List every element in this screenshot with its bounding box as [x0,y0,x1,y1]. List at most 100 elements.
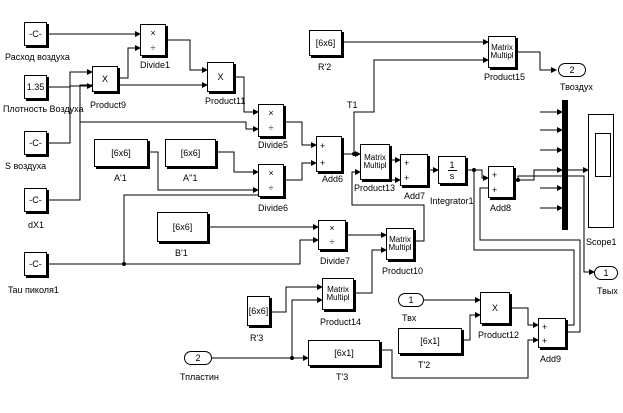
constant-tau[interactable]: -C- [24,252,47,276]
multipl-text: Multipl [326,293,350,302]
gain-a1[interactable]: [6x6] [94,139,148,167]
label-scope1: Scope1 [586,237,617,247]
constant-value: -C- [29,28,42,39]
label-add6: Add6 [322,174,344,184]
inport-tplastin[interactable]: 2 [184,351,212,365]
gain-value: [6x1] [334,347,354,358]
product-symbol: X [101,73,108,84]
label-tvykh: Твых [597,286,618,296]
label-divide6: Divide6 [258,203,289,213]
constant-rashod-vozdukha[interactable]: -C- [24,22,47,46]
divide5-block[interactable]: × ÷ [258,104,284,137]
multipl-text: Multipl [388,243,412,252]
label-tvozdukh: Твоздух [560,82,593,92]
port-number: 1 [408,295,414,305]
port-number: 2 [569,65,575,75]
label-tvkh: Твх [402,313,417,323]
product12-block[interactable]: X [480,292,510,324]
product11-block[interactable]: X [207,62,234,92]
integrator-denominator: s [449,170,455,181]
label-product9: Product9 [90,100,127,110]
gain-r2[interactable]: [6x6] [309,30,342,56]
label-t2: T'2 [418,360,431,370]
add6-block[interactable]: + + [316,136,342,172]
label-divide7: Divide7 [320,256,351,266]
label-divide5: Divide5 [258,140,289,150]
label-dx1: dX1 [28,220,45,230]
gain-value: [6x1] [420,335,440,346]
label-add7: Add7 [404,191,426,201]
add8-block[interactable]: + + [488,166,514,198]
gain-r3[interactable]: [6x6] [247,296,270,326]
mux-block[interactable] [562,100,568,230]
divide-symbol: ÷ [150,43,156,53]
multiply-symbol: × [268,108,274,118]
add9-block[interactable]: + + [538,318,566,348]
gain-value: [6x6] [180,147,201,158]
product-symbol: X [217,71,224,82]
label-add9: Add9 [540,354,562,364]
label-t3: T'3 [336,372,349,382]
label-integrator1: Integrator1 [430,196,474,206]
matrix-text: Matrix [327,285,349,294]
gain-value: [6x6] [248,305,269,316]
label-product14: Product14 [320,317,362,327]
plus-symbol: + [404,173,410,183]
label-tplastin: Тпластин [180,372,219,382]
gain-value: [6x6] [172,221,193,232]
matrix-text: Matrix [389,235,411,244]
label-r3: R'3 [250,333,264,343]
gain-t2[interactable]: [6x1] [398,328,462,354]
gain-b1[interactable]: [6x6] [157,212,208,242]
plus-symbol: + [492,185,498,195]
plus-symbol: + [320,141,326,151]
signal-label-t1: T1 [347,100,358,110]
label-product10: Product10 [382,266,424,276]
multiply-symbol: × [329,223,335,233]
divide7-block[interactable]: × ÷ [318,220,346,250]
multipl-text: Multipl [363,161,387,170]
plus-symbol: + [542,336,548,346]
gain-value: [6x6] [315,37,336,48]
add7-block[interactable]: + + [400,154,428,186]
label-add8: Add8 [490,203,512,213]
outport-tvykh[interactable]: 1 [594,266,618,280]
constant-plotnost-vozdukha[interactable]: 1.35 [24,75,47,99]
port-number: 2 [195,353,201,363]
gain-t3[interactable]: [6x1] [308,340,380,366]
constant-s-vozdukha[interactable]: -C- [24,131,47,155]
divide-symbol: ÷ [329,237,335,247]
constant-dx1[interactable]: -C- [24,188,47,212]
plus-symbol: + [320,158,326,168]
label-product11: Product11 [205,96,246,106]
matrix-text: Matrix [364,153,386,162]
label-a1: A'1 [114,173,127,183]
label-b1: B'1 [175,248,188,258]
scope1-block[interactable] [588,114,614,228]
constant-value: -C- [29,137,42,148]
divide-symbol: ÷ [268,123,274,133]
product9-block[interactable]: X [92,66,118,92]
label-product13: Product13 [354,183,396,193]
inport-tvkh[interactable]: 1 [398,293,424,307]
label-a2: A''1 [183,173,198,183]
constant-value: -C- [29,258,42,269]
constant-value: 1.35 [26,81,45,92]
outport-tvozdukh[interactable]: 2 [558,63,586,77]
gain-a2[interactable]: [6x6] [165,139,216,167]
divide6-block[interactable]: × ÷ [258,164,284,197]
label-rashod-vozdukha: Расход воздуха [5,52,70,62]
plus-symbol: + [542,322,548,332]
divide1-block[interactable]: × ÷ [140,24,166,56]
label-s-vozdukha: S воздуха [5,161,47,171]
multiply-symbol: × [268,168,274,178]
fraction-bar [447,169,457,171]
label-product15: Product15 [484,72,526,82]
product-symbol: X [491,302,498,313]
